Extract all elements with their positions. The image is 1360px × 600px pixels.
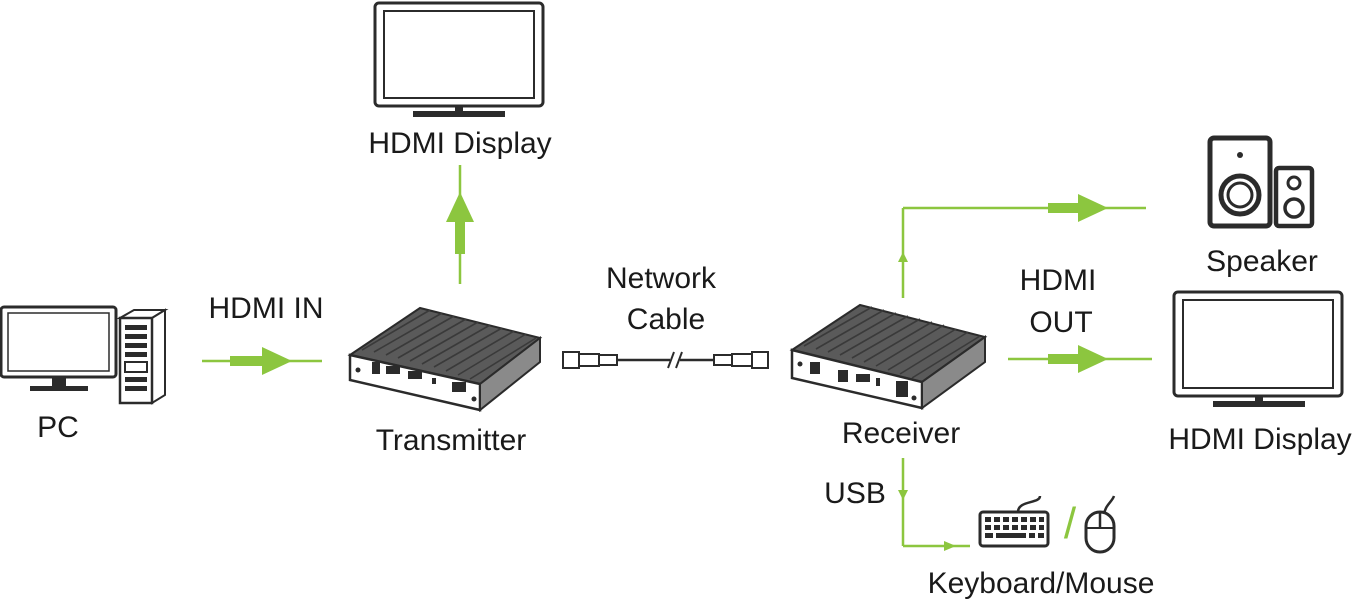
transmitter-label: Transmitter: [376, 424, 527, 457]
pc-tower-icon: [116, 308, 169, 405]
right-display-icon: [1172, 290, 1344, 407]
slash-separator: /: [1064, 499, 1077, 548]
network-label-line2: Cable: [627, 303, 705, 336]
arrow-hdmi-in: [202, 347, 322, 375]
right-display-label: HDMI Display: [1168, 423, 1351, 456]
arrow-up-to-display: [446, 165, 474, 284]
hdmi-in-label: HDMI IN: [209, 292, 324, 325]
hdmi-out-label-line2: OUT: [1029, 306, 1092, 339]
receiver-label: Receiver: [842, 417, 960, 450]
mouse-icon: [1084, 495, 1116, 554]
speaker-label: Speaker: [1206, 245, 1318, 278]
network-label-line1: Network: [606, 262, 717, 295]
pc-monitor-icon: [0, 305, 118, 391]
arrow-hdmi-out: [1008, 345, 1152, 373]
arrow-to-speaker: [898, 194, 1146, 298]
transmitter-box-icon: [347, 306, 543, 413]
arrow-usb: [898, 458, 970, 551]
usb-label: USB: [824, 477, 886, 510]
network-cable-icon: [562, 351, 769, 369]
speaker-icon: [1207, 135, 1315, 229]
top-display-label: HDMI Display: [368, 127, 551, 160]
keyboard-icon: [978, 495, 1050, 548]
receiver-box-icon: [789, 303, 988, 410]
pc-label: PC: [37, 411, 79, 444]
hdmi-out-label-line1: HDMI: [1020, 264, 1097, 297]
keyboard-mouse-label: Keyboard/Mouse: [928, 567, 1155, 600]
top-display-icon: [373, 1, 545, 117]
